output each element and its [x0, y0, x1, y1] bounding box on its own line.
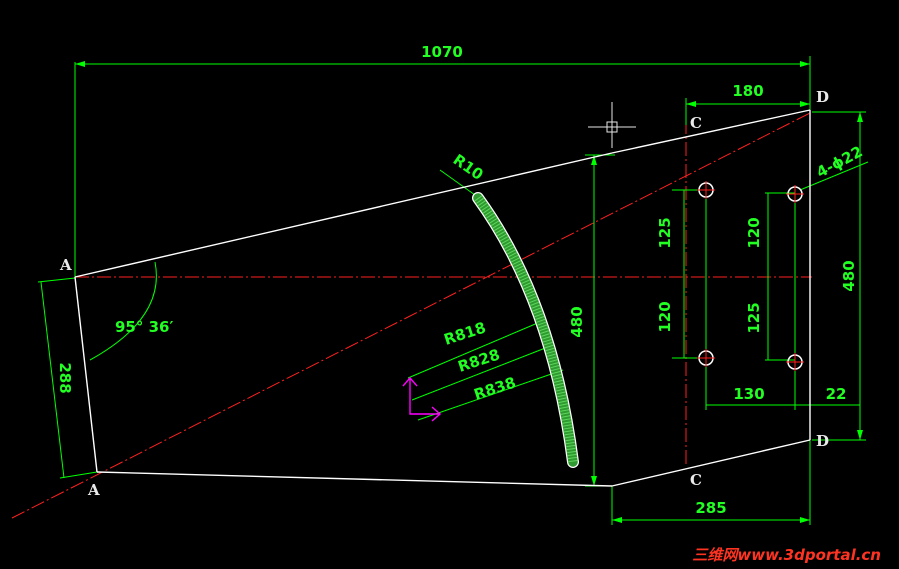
dim-radius-outer: R838	[472, 373, 518, 403]
dim-section-height: 480	[568, 306, 586, 337]
mounting-holes	[698, 182, 803, 370]
crosshair-cursor-icon	[588, 102, 636, 148]
centerlines	[11, 111, 813, 519]
part-outline	[74, 109, 811, 487]
dim-left-height: 288	[56, 362, 74, 393]
point-label-d-top: D	[816, 88, 829, 106]
dimension-lines	[37, 56, 869, 525]
dim-hole-spacing-horizontal: 130	[733, 385, 764, 403]
hole-centermarks	[697, 181, 804, 371]
dim-bottom-width: 285	[695, 499, 726, 517]
dim-edge-offset: 22	[826, 385, 847, 403]
curved-slot	[472, 192, 579, 468]
dim-overall-length: 1070	[421, 43, 463, 61]
dim-angle: 95° 36′	[115, 318, 173, 336]
watermark: 三维网www.3dportal.cn	[692, 546, 881, 564]
dim-top-right-width: 180	[732, 82, 763, 100]
dim-radius-mid: R828	[456, 345, 502, 375]
diagonal-centerline	[11, 111, 813, 519]
point-label-a-bottom: A	[87, 481, 100, 499]
dim-fillet-radius: R10	[450, 151, 487, 184]
dim-hole-spacing-upper-right: 120	[745, 217, 763, 248]
ucs-axis-icon	[402, 376, 442, 422]
dim-holes-spec: 4-ϕ22	[813, 142, 865, 181]
point-label-d-bottom: D	[816, 432, 829, 450]
dim-radius-inner: R818	[442, 318, 488, 348]
point-label-c-bottom: C	[690, 471, 702, 489]
point-label-a-top: A	[59, 256, 72, 274]
point-label-c-top: C	[690, 114, 702, 132]
dim-hole-spacing-upper-left: 125	[656, 217, 674, 248]
dim-hole-spacing-lower-left: 120	[656, 301, 674, 332]
dim-hole-spacing-lower-right: 125	[745, 302, 763, 333]
dim-right-height: 480	[840, 260, 858, 291]
arrowheads	[75, 61, 863, 523]
